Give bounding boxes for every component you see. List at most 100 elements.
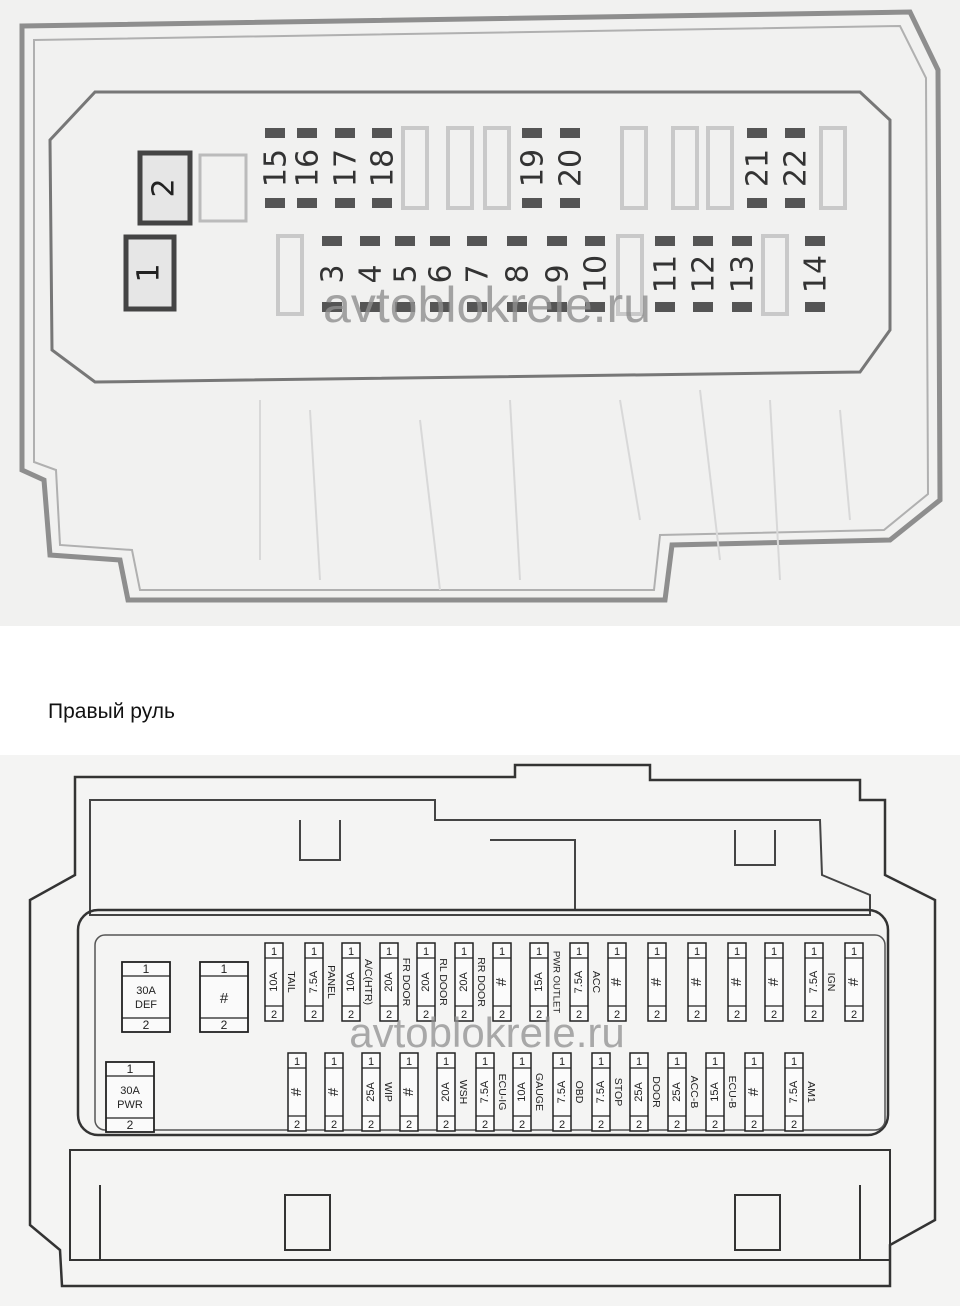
fuse-box: [399, 1052, 419, 1132]
caption-right-hand-drive: Правый руль: [48, 700, 175, 723]
fuse-pin-low: 2: [482, 1119, 488, 1131]
fuse-number-label: 5: [389, 264, 424, 283]
fuse-pin-low: 2: [519, 1119, 525, 1131]
fuse-number-label: 12: [687, 255, 722, 293]
fuse-name-label: FR DOOR: [400, 958, 412, 1007]
relay-pin-top: 1: [221, 962, 228, 976]
fuse-terminal-bottom: [522, 198, 542, 208]
fuse-pin-high: 1: [851, 946, 857, 958]
fuse-name-label: STOP: [612, 1078, 624, 1106]
fuse-box: [705, 1052, 725, 1132]
fuse-box: [844, 942, 864, 1022]
fuse-box: [475, 1052, 495, 1132]
fuse-pin-low: 2: [811, 1009, 817, 1021]
fuse-terminal-bottom: [747, 198, 767, 208]
fuse-pin-high: 1: [331, 1056, 337, 1068]
fuse-pin-low: 2: [694, 1009, 700, 1021]
fuse-box: [436, 1052, 456, 1132]
fuse-box: [287, 1052, 307, 1132]
fuse-rating: 7.5A: [479, 1080, 491, 1103]
fuse-box: [569, 942, 589, 1022]
fuse-terminal-top: [395, 236, 415, 246]
fuse-terminal-bottom: [360, 302, 380, 312]
fuse-terminal-top: [297, 128, 317, 138]
empty-fuse-slot: [671, 126, 699, 210]
fuse-rating: #: [400, 1087, 417, 1096]
fuse-rating: 7.5A: [573, 970, 585, 993]
fuse-number-label: 17: [329, 149, 364, 187]
fuse-number-label: 15: [259, 149, 294, 187]
fuse-pin-high: 1: [461, 946, 467, 958]
fuse-terminal-bottom: [805, 302, 825, 312]
fuse-pin-low: 2: [712, 1119, 718, 1131]
fuse-rating: 7.5A: [556, 1080, 568, 1103]
fuse-pin-high: 1: [406, 1056, 412, 1068]
fuse-rating: 7.5A: [788, 1080, 800, 1103]
fuse-name-label: ACC-B: [688, 1076, 700, 1109]
relay-pin-bottom: 2: [221, 1018, 228, 1032]
fuse-rating: #: [288, 1087, 305, 1096]
fuse-pin-low: 2: [771, 1009, 777, 1021]
fuse-pin-low: 2: [386, 1009, 392, 1021]
top-watermark: avtoblokrele.ru: [323, 277, 651, 333]
fuse-terminal-bottom: [297, 198, 317, 208]
relay-pin-top: 1: [143, 962, 150, 976]
fuse-pin-low: 2: [331, 1119, 337, 1131]
fuse-rating: #: [745, 1087, 762, 1096]
fuse-box: [529, 942, 549, 1022]
fuse-number-label: 3: [316, 264, 351, 283]
fuse-terminal-top: [747, 128, 767, 138]
fuse-number-label: 14: [799, 255, 834, 293]
fuse-pin-high: 1: [598, 1056, 604, 1068]
fuse-box: [552, 1052, 572, 1132]
empty-fuse-slot: [819, 126, 847, 210]
fuse-name-label: PANEL: [325, 965, 337, 999]
fuse-pin-high: 1: [771, 946, 777, 958]
fuse-box: [361, 1052, 381, 1132]
fuse-name-label: TAIL: [285, 971, 297, 993]
fuse-panel-outline: [48, 90, 892, 384]
fuse-pin-high: 1: [311, 946, 317, 958]
fuse-terminal-bottom: [732, 302, 752, 312]
fuse-terminal-top: [560, 128, 580, 138]
fuse-pin-low: 2: [294, 1119, 300, 1131]
fuse-terminal-top: [693, 236, 713, 246]
fuse-pin-high: 1: [712, 1056, 718, 1068]
fuse-box: [379, 942, 399, 1022]
fuse-pin-low: 2: [614, 1009, 620, 1021]
housing-outline: [19, 9, 943, 603]
housing-upper-step: [299, 820, 776, 910]
fuse-box: [341, 942, 361, 1022]
fuse-number-label: 9: [541, 264, 576, 283]
fuse-name-label: PWR OUTLET: [550, 951, 561, 1013]
fuse-terminal-bottom: [547, 302, 567, 312]
relay-name: PWR: [117, 1099, 143, 1111]
fuse-terminal-top: [785, 128, 805, 138]
fuse-pin-low: 2: [598, 1119, 604, 1131]
fuse-pin-low: 2: [368, 1119, 374, 1131]
fuse-pin-high: 1: [734, 946, 740, 958]
fuse-pin-low: 2: [751, 1119, 757, 1131]
fuse-number-label: 11: [649, 255, 684, 293]
fuse-box: [784, 1052, 804, 1132]
fuse-terminal-bottom: [335, 198, 355, 208]
fuse-terminal-top: [335, 128, 355, 138]
fuse-number-label: 18: [366, 149, 401, 187]
fuse-pin-high: 1: [386, 946, 392, 958]
fuse-pin-low: 2: [443, 1119, 449, 1131]
relay-pin-bottom: 2: [127, 1118, 134, 1132]
fuse-pin-low: 2: [311, 1009, 317, 1021]
background-noise: [259, 389, 851, 591]
fuse-terminal-bottom: [430, 302, 450, 312]
fuse-pin-low: 2: [851, 1009, 857, 1021]
fuse-pin-low: 2: [576, 1009, 582, 1021]
fuse-pin-high: 1: [811, 946, 817, 958]
fuse-rating: 25A: [633, 1082, 645, 1102]
housing-outline: [28, 763, 937, 1288]
fuse-box: [629, 1052, 649, 1132]
fuse-rating: 25A: [671, 1082, 683, 1102]
fuse-terminal-top: [430, 236, 450, 246]
fuse-terminal-bottom: [655, 302, 675, 312]
